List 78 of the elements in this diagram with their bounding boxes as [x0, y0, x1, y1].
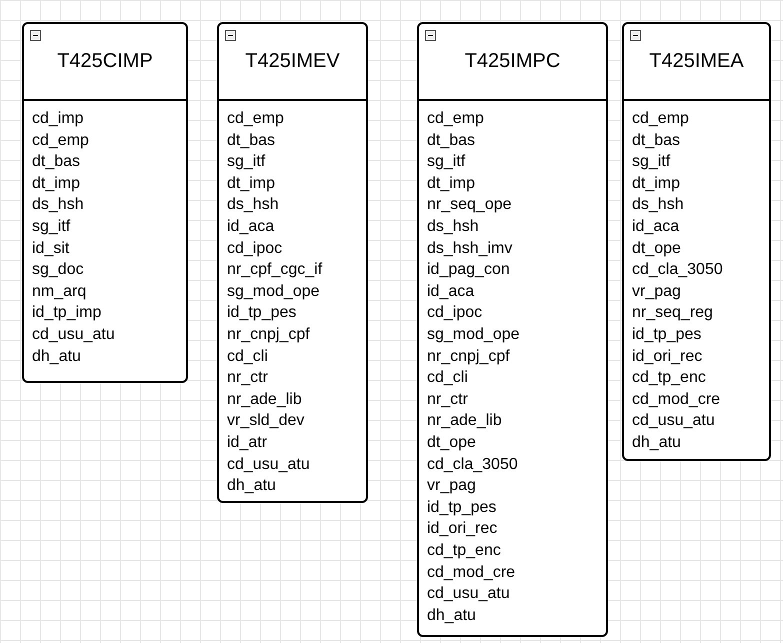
field-name: nr_seq_ope	[427, 196, 512, 214]
field-name: dt_bas	[427, 132, 476, 150]
table-title: T425IMPC	[464, 50, 562, 73]
field-name: nr_cnpj_cpf	[227, 326, 310, 344]
field-name: cd_cla_3050	[427, 456, 518, 474]
field-name: dh_atu	[32, 348, 81, 366]
field-name: dt_ope	[427, 434, 476, 452]
field-name: dt_imp	[427, 174, 476, 193]
field-name: dt_imp	[227, 174, 276, 193]
field-name: cd_tp_enc	[427, 542, 501, 560]
field-name: nr_ade_lib	[227, 390, 302, 409]
table-box	[622, 22, 771, 461]
field-name: id_ori_rec	[632, 348, 702, 366]
field-name: cd_tp_enc	[632, 369, 706, 388]
field-name: dt_imp	[632, 174, 680, 193]
field-name: dt_bas	[227, 132, 276, 150]
field-name: cd_emp	[32, 132, 89, 150]
field-name: id_pag_con	[427, 261, 510, 280]
field-name: id_tp_pes	[227, 304, 296, 322]
field-name: vr_pag	[632, 282, 681, 301]
field-name: id_atr	[227, 434, 268, 452]
field-name: sg_mod_ope	[427, 326, 520, 344]
field-name: dh_atu	[427, 606, 476, 625]
table-title: T425IMEA	[648, 50, 745, 73]
field-name: nr_seq_reg	[632, 304, 713, 322]
field-name: cd_mod_cre	[632, 390, 720, 409]
field-name: ds_hsh	[227, 196, 279, 214]
field-name: cd_emp	[632, 110, 689, 128]
field-name: id_aca	[427, 282, 474, 301]
field-name: ds_hsh	[32, 196, 84, 214]
field-name: id_sit	[32, 240, 70, 258]
field-name: sg_itf	[32, 218, 70, 236]
field-name: cd_usu_atu	[227, 456, 310, 474]
field-name: dt_imp	[32, 174, 80, 193]
field-name: nr_cnpj_cpf	[427, 348, 510, 366]
table-box	[22, 22, 188, 383]
field-name: cd_ipoc	[227, 240, 282, 258]
field-name: id_ori_rec	[427, 520, 498, 538]
field-name: cd_usu_atu	[32, 326, 115, 344]
field-name: id_tp_imp	[32, 304, 102, 322]
field-name: dt_ope	[632, 240, 681, 258]
field-name: sg_doc	[32, 261, 84, 280]
field-name: cd_imp	[32, 110, 84, 128]
field-name: cd_usu_atu	[427, 585, 510, 604]
field-name: sg_itf	[227, 153, 266, 172]
field-name: id_aca	[632, 218, 680, 236]
table-box	[217, 22, 368, 503]
table-title: T425CIMP	[56, 50, 154, 73]
table-box	[417, 22, 608, 637]
field-name: ds_hsh	[427, 218, 479, 236]
field-name: cd_emp	[427, 110, 484, 128]
field-name: dh_atu	[632, 434, 681, 452]
field-name: sg_mod_ope	[227, 282, 320, 301]
field-name: cd_emp	[227, 110, 284, 128]
field-name: id_tp_pes	[427, 498, 496, 517]
field-name: sg_itf	[427, 153, 466, 172]
field-name: ds_hsh	[632, 196, 684, 214]
field-name: cd_mod_cre	[427, 564, 516, 582]
field-name: cd_usu_atu	[632, 412, 715, 430]
field-name: id_tp_pes	[632, 326, 702, 344]
field-name: nr_ctr	[427, 390, 468, 409]
field-name: vr_sld_dev	[227, 412, 304, 430]
field-name: dt_bas	[32, 153, 80, 172]
field-name: nr_ade_lib	[427, 412, 502, 430]
field-name: cd_ipoc	[427, 304, 482, 322]
field-name: nm_arq	[32, 282, 86, 301]
field-name: sg_itf	[632, 153, 670, 172]
field-name: id_aca	[227, 218, 274, 236]
field-name: nr_cpf_cgc_if	[227, 261, 322, 280]
field-name: cd_cli	[427, 369, 468, 388]
field-name: dt_bas	[632, 132, 680, 150]
field-name: cd_cla_3050	[632, 261, 723, 280]
field-name: nr_ctr	[227, 369, 268, 388]
field-name: vr_pag	[427, 477, 476, 496]
field-name: ds_hsh_imv	[427, 240, 512, 258]
field-name: dh_atu	[227, 477, 276, 496]
table-title: T425IMEV	[244, 50, 341, 73]
field-name: cd_cli	[227, 348, 268, 366]
